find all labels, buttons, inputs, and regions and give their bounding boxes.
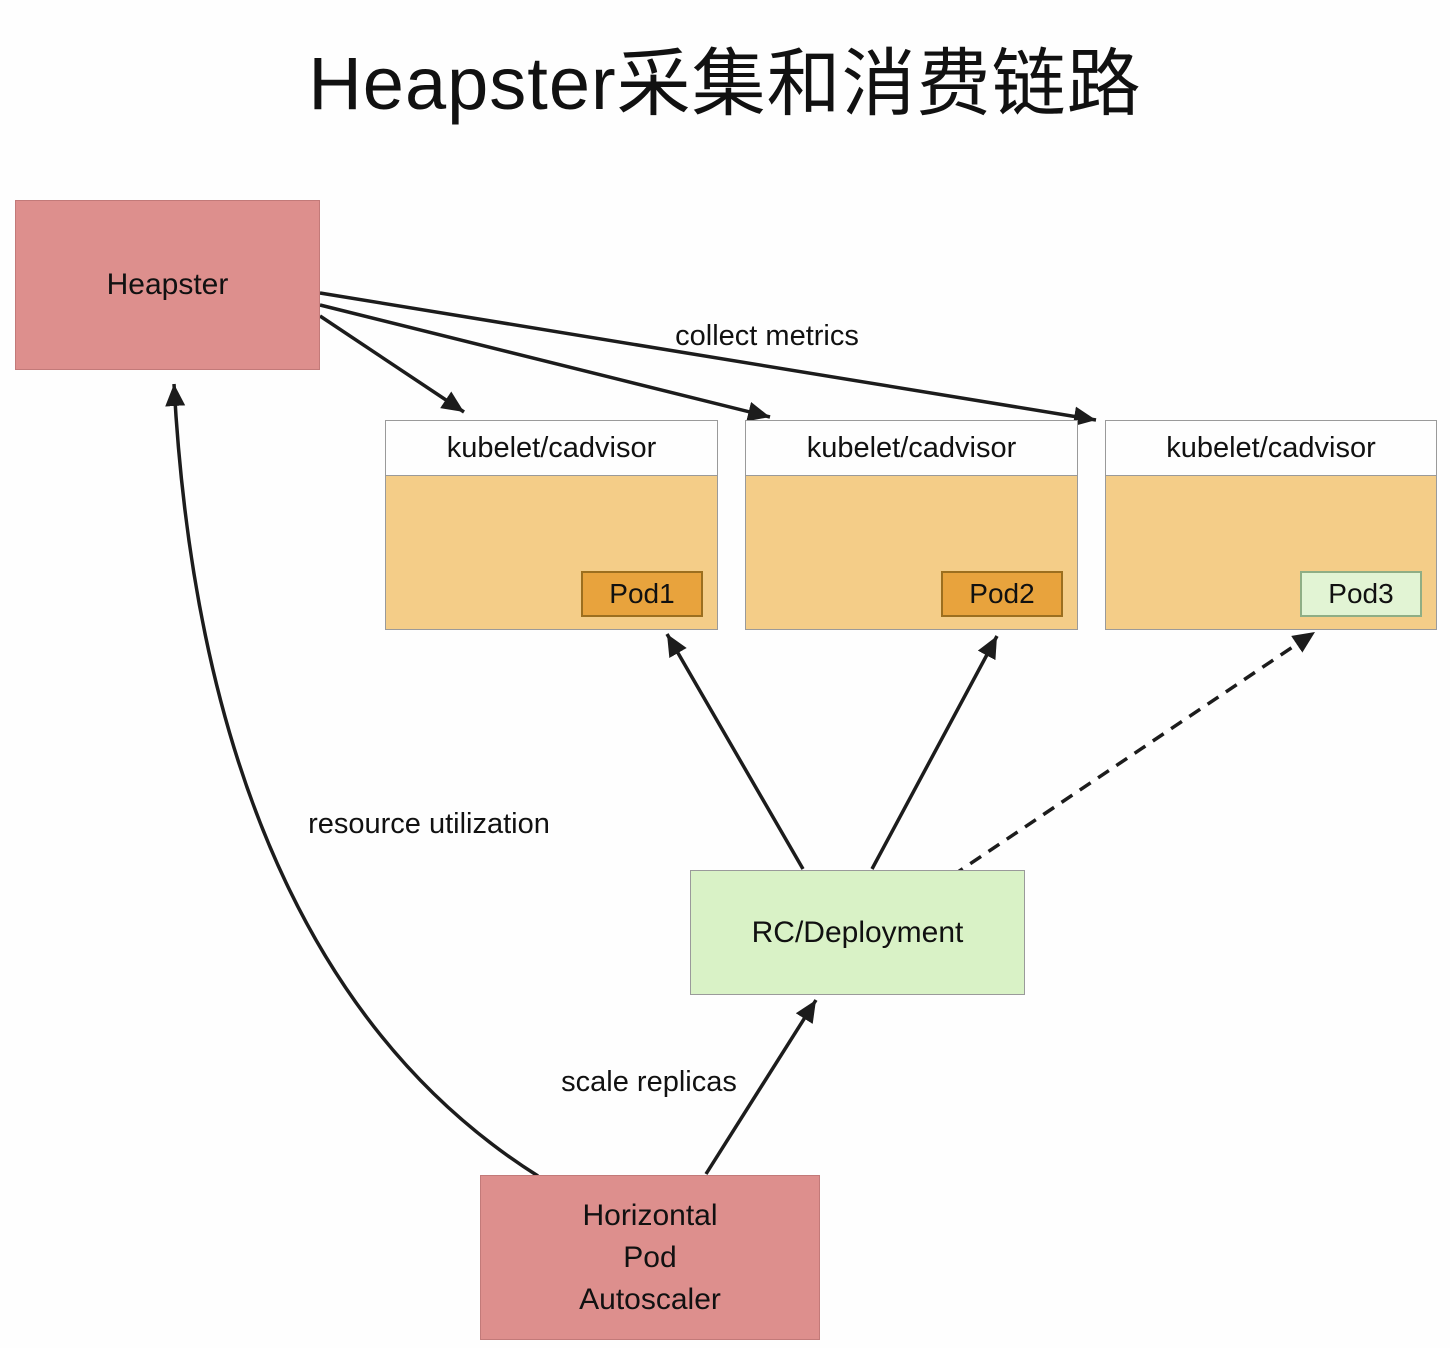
pod1-label: Pod1 [609,578,675,609]
edge-label-resource-utilization: resource utilization [308,808,550,840]
pod3-label: Pod3 [1328,578,1394,609]
node-kubelet-2: kubelet/cadvisor Pod2 [745,420,1078,630]
node-kubelet-1: kubelet/cadvisor Pod1 [385,420,718,630]
edge-heapster-to-kubelet1 [319,314,465,414]
node-kubelet-2-header: kubelet/cadvisor [746,421,1077,476]
node-kubelet-3-header: kubelet/cadvisor [1106,421,1436,476]
edge-rc-to-pod2 [870,635,999,870]
edge-label-collect-metrics: collect metrics [675,320,859,352]
node-hpa-label-line2: Pod [623,1240,677,1274]
edge-rc-to-pod3-dashed [951,630,1316,878]
node-kubelet-1-body: Pod1 [386,476,717,629]
node-rc-deployment-label: RC/Deployment [751,915,964,949]
pod2-box: Pod2 [941,571,1063,617]
node-hpa-label-line1: Horizontal [582,1198,718,1232]
node-rc-deployment: RC/Deployment [690,870,1025,995]
node-kubelet-3: kubelet/cadvisor Pod3 [1105,420,1437,630]
edge-rc-to-pod1 [665,633,805,870]
edge-heapster-to-kubelet3 [319,291,1097,427]
pod1-box: Pod1 [581,571,703,617]
diagram-title: Heapster采集和消费链路 [308,42,1142,125]
edge-label-scale-replicas: scale replicas [561,1066,737,1098]
node-kubelet-3-body: Pod3 [1106,476,1436,629]
node-hpa-label-line3: Autoscaler [579,1282,721,1316]
node-kubelet-1-header: kubelet/cadvisor [386,421,717,476]
node-heapster: Heapster [15,200,320,370]
node-kubelet-2-body: Pod2 [746,476,1077,629]
pod3-box: Pod3 [1300,571,1422,617]
node-heapster-label: Heapster [106,268,229,301]
pod2-label: Pod2 [969,578,1035,609]
node-hpa-label: Horizontal Pod Autoscaler [579,1195,721,1321]
node-hpa: Horizontal Pod Autoscaler [480,1175,820,1340]
